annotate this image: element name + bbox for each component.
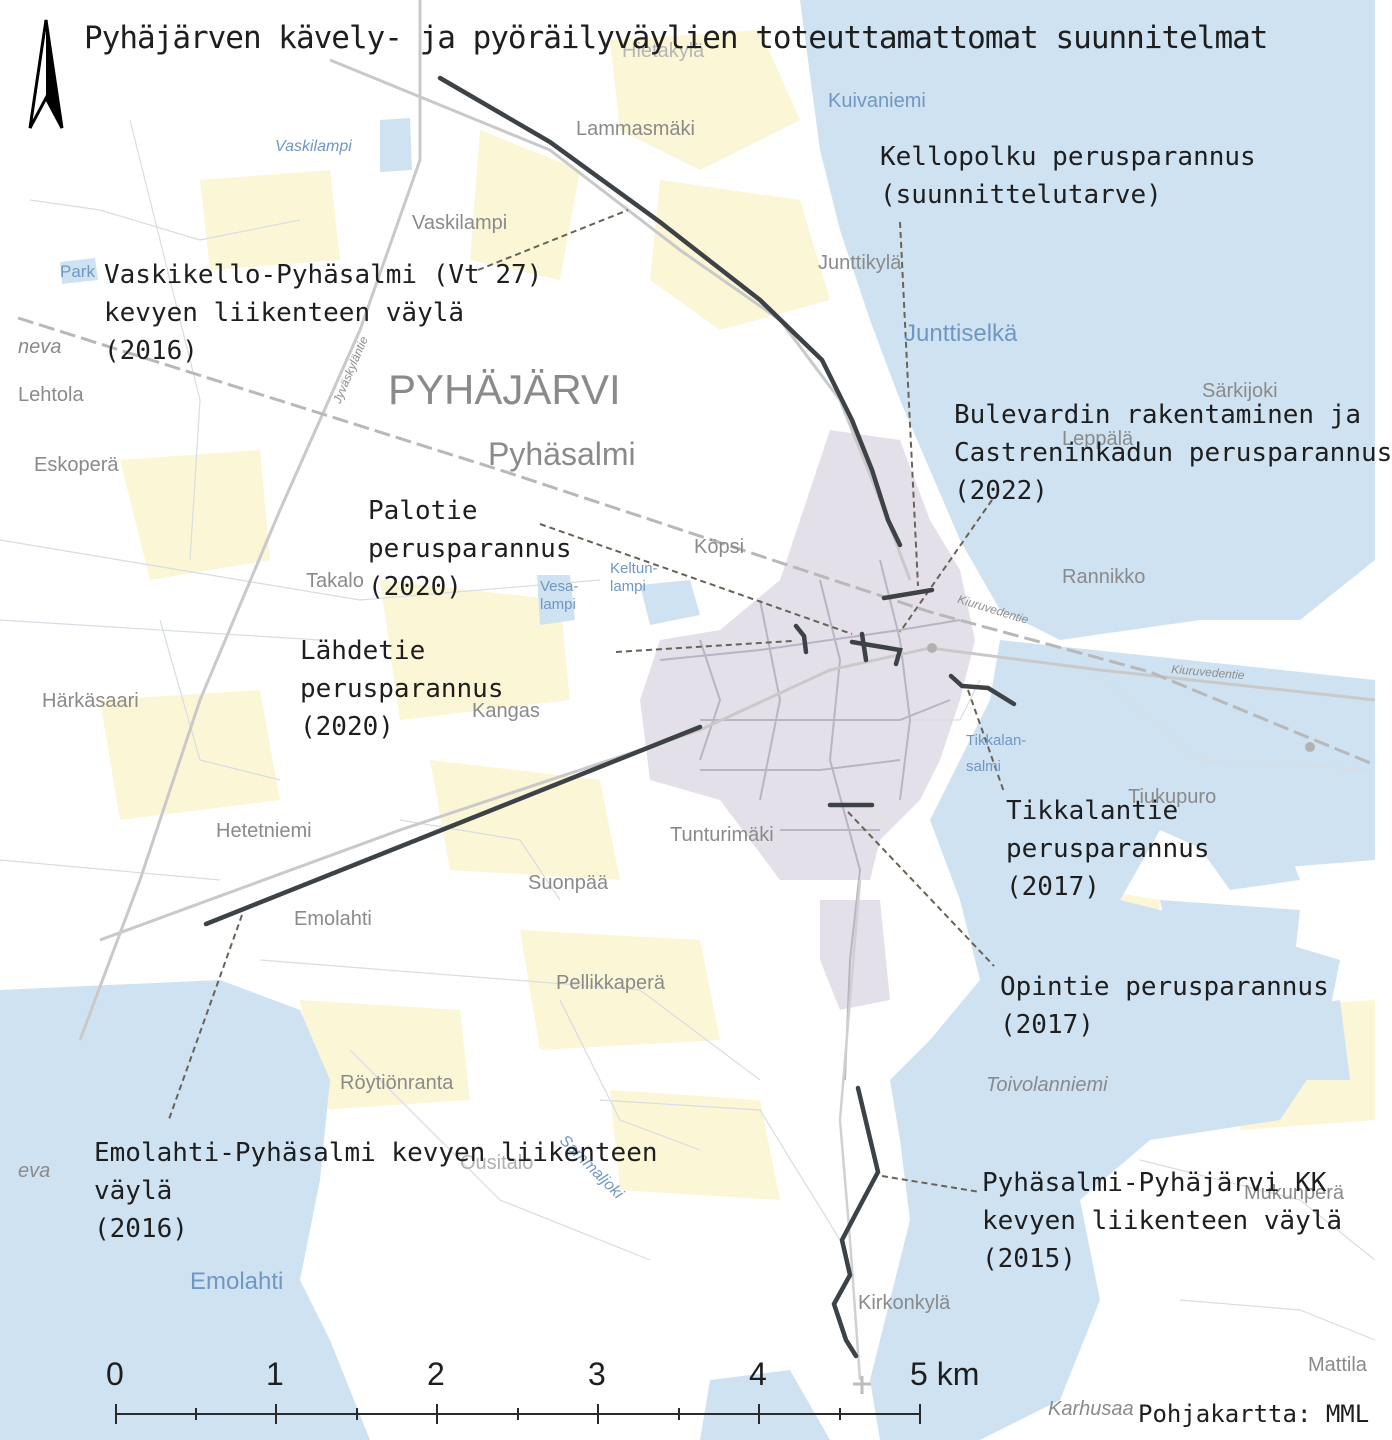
label-rannikko: Rannikko — [1062, 566, 1146, 588]
label-parkki: Park — [60, 262, 95, 281]
label-pyhasalmi: Pyhäsalmi — [488, 436, 636, 472]
label-emolahti-lake: Emolahti — [190, 1268, 284, 1295]
label-suonpaa: Suonpää — [528, 872, 609, 894]
label-takalo: Takalo — [306, 570, 364, 592]
label-lammasmaki: Lammasmäki — [576, 118, 695, 140]
map-title: Pyhäjärven kävely- ja pyöräilyväylien to… — [84, 20, 1268, 56]
annotation-kellopolku: Kellopolku perusparannus (suunnittelutar… — [880, 142, 1256, 210]
label-junttiselka: Junttiselkä — [904, 320, 1018, 347]
annotation-tikkalantie: Tikkalantie perusparannus (2017) — [1006, 796, 1210, 902]
field-lines — [0, 119, 1376, 1341]
route-kellopolku — [881, 587, 935, 601]
route-castreninkatu — [859, 631, 869, 663]
label-emolahti-village: Emolahti — [294, 908, 372, 930]
railway-station-east — [1305, 742, 1315, 752]
label-lehtola: Lehtola — [18, 384, 84, 406]
route-tikkalantie — [948, 673, 1017, 707]
annotation-opintie: Opintie perusparannus (2017) — [1000, 972, 1329, 1040]
label-kangas: Kangas — [472, 700, 540, 722]
label-tikkalansalmi: Tikkalan- salmi — [966, 732, 1027, 775]
planned-routes — [203, 75, 1017, 1359]
scale-label-0: 0 — [106, 1356, 124, 1392]
railway — [17, 316, 1376, 767]
label-neva-west: neva — [18, 336, 62, 358]
scale-bar — [115, 1404, 921, 1424]
label-vesalampi: Vesa- lampi — [540, 578, 579, 613]
basemap-credit: Pohjakartta: MML — [1138, 1400, 1370, 1428]
scale-label-1: 1 — [266, 1356, 284, 1392]
annotation-lahdetie: Lähdetie perusparannus (2020) — [300, 636, 504, 742]
label-vaskilampi: Vaskilampi — [412, 212, 508, 234]
scale-label-5: 5 km — [910, 1356, 980, 1392]
railway-station — [927, 643, 937, 653]
route-vaskikello — [437, 75, 903, 548]
route-emolahti — [203, 724, 703, 927]
label-leppala: Leppälä — [1062, 428, 1134, 450]
label-roytionranta: Röytiönranta — [340, 1072, 454, 1094]
label-kuivaniemi: Kuivaniemi — [828, 90, 926, 112]
church-icon — [853, 1376, 871, 1394]
route-kk — [831, 1085, 881, 1359]
label-sarkijoki: Särkijoki — [1202, 380, 1278, 402]
annotation-emolahti: Emolahti-Pyhäsalmi kevyen liikenteen väy… — [94, 1138, 658, 1244]
annotation-palotie: Palotie perusparannus (2020) — [368, 496, 572, 602]
leader-lines — [167, 209, 1005, 1193]
label-eskopera: Eskoperä — [34, 454, 119, 476]
label-mukunpera: Mukunperä — [1244, 1182, 1345, 1204]
label-harkasaari: Härkäsaari — [42, 690, 139, 712]
scale-label-4: 4 — [749, 1356, 767, 1392]
route-bulevardi — [849, 639, 903, 667]
label-junttikyla: Junttikylä — [818, 252, 902, 274]
label-toivolanniemi: Toivolanniemi — [986, 1074, 1108, 1096]
label-mattila: Mattila — [1308, 1354, 1367, 1376]
annotation-bulevardi: Bulevardin rakentaminen ja Castreninkadu… — [954, 400, 1392, 506]
label-karhusaari: Karhusaa — [1048, 1398, 1134, 1420]
label-pyhajarvi: PYHÄJÄRVI — [388, 366, 621, 413]
label-vaskilampi-lake: Vaskilampi — [275, 138, 352, 155]
label-tunturimaki: Tunturimäki — [670, 824, 774, 846]
label-pellikkapera: Pellikkaperä — [556, 972, 665, 994]
label-kirkonkyla: Kirkonkylä — [858, 1292, 951, 1314]
label-neva-southwest: eva — [18, 1160, 51, 1182]
scale-label-2: 2 — [427, 1356, 445, 1392]
label-ousitalo: Ousitalo — [460, 1152, 534, 1174]
annotation-vaskikello: Vaskikello-Pyhäsalmi (Vt 27) kevyen liik… — [104, 260, 543, 366]
label-kopsi: Köpsi — [694, 536, 745, 558]
label-tiukupuro: Tiukupuro — [1128, 786, 1217, 808]
label-hetetniemi: Hetetniemi — [216, 820, 312, 842]
route-palotie-lahdetie — [793, 623, 809, 655]
annotation-kk: Pyhäsalmi-Pyhäjärvi KK kevyen liikenteen… — [982, 1168, 1343, 1274]
label-hietakyla: Hietakylä — [622, 40, 705, 62]
label-keltunlampi: Keltun- lampi — [610, 560, 658, 595]
scale-label-3: 3 — [588, 1356, 606, 1392]
north-arrow-icon — [28, 19, 64, 129]
